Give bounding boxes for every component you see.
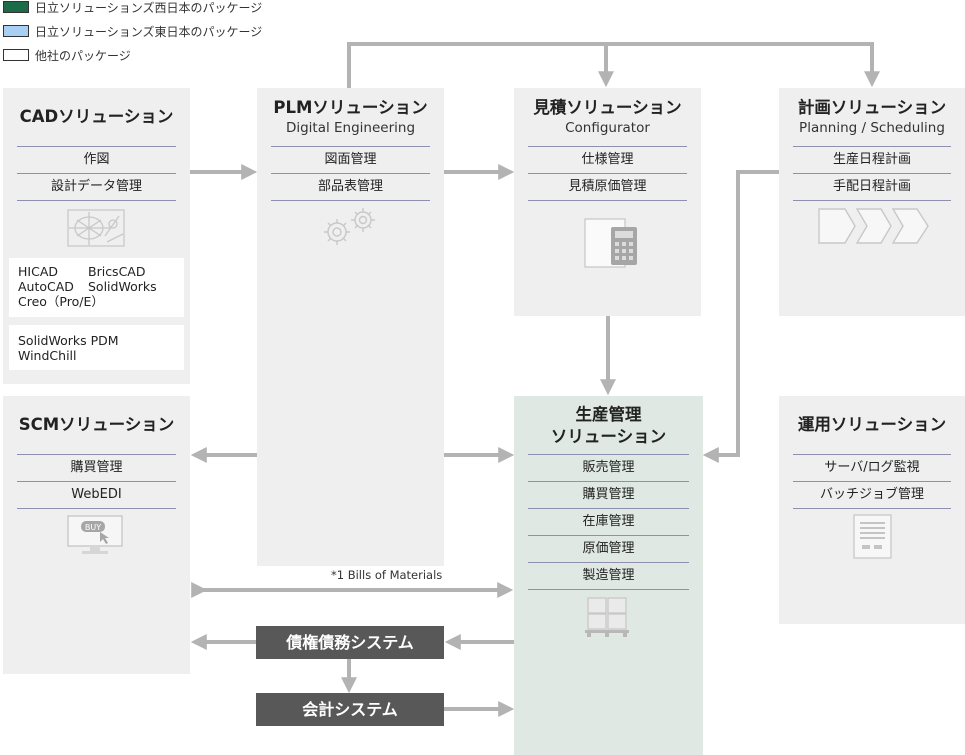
product-hicad: HICAD <box>18 264 58 279</box>
bom-footnote: *1 Bills of Materials <box>331 568 443 582</box>
plm-item-bom: 部品表管理 <box>271 174 430 201</box>
blueprint-icon <box>67 209 125 247</box>
estimate-item-spec: 仕様管理 <box>528 147 687 174</box>
cad-title: CADソリューション <box>19 107 174 126</box>
operations-item-monitoring: サーバ/ログ監視 <box>793 455 951 482</box>
production-item-cost: 原価管理 <box>528 536 689 563</box>
production-solution-panel: 生産管理 ソリューション 販売管理 購買管理 在庫管理 原価管理 製造管理 <box>514 396 703 755</box>
estimate-function-list: 仕様管理 見積原価管理 <box>528 146 687 201</box>
cad-solution-panel: CADソリューション 作図 設計データ管理 HICAD BricsCAD Aut… <box>3 88 190 384</box>
production-item-manufacturing: 製造管理 <box>528 563 689 590</box>
accounting-system-box: 会計システム <box>256 693 444 726</box>
buy-label: BUY <box>85 523 101 532</box>
calculator-icon <box>584 218 637 268</box>
gears-icon <box>324 208 375 245</box>
operations-item-batch: バッチジョブ管理 <box>793 482 951 509</box>
scm-solution-panel: SCMソリューション 購買管理 WebEDI BUY <box>3 396 190 674</box>
production-item-sales: 販売管理 <box>528 455 689 482</box>
production-title-line1: 生産管理 <box>575 405 642 424</box>
cad-product-row: AutoCAD SolidWorks <box>18 279 175 294</box>
product-bricscad: BricsCAD <box>88 264 146 279</box>
plan-item-procurement-schedule: 手配日程計画 <box>793 174 951 201</box>
arrow-plm-to-plan <box>347 42 880 88</box>
scm-item-webedi: WebEDI <box>17 482 176 509</box>
plan-subtitle: Planning / Scheduling <box>799 120 945 136</box>
production-item-inventory: 在庫管理 <box>528 509 689 536</box>
debt-system-box: 債権債務システム <box>256 626 444 659</box>
process-flow-icon <box>818 208 929 244</box>
arrow-plan-to-production <box>702 170 780 463</box>
legend-swatch-blue <box>3 25 29 37</box>
plm-subtitle: Digital Engineering <box>285 120 416 136</box>
product-autocad: AutoCAD <box>18 279 74 294</box>
operations-function-list: サーバ/ログ監視 バッチジョブ管理 <box>793 454 951 509</box>
cad-products-box: HICAD BricsCAD AutoCAD SolidWorks Creo（P… <box>9 258 184 317</box>
scm-title: SCMソリューション <box>18 415 175 434</box>
cad-product-row: HICAD BricsCAD <box>18 264 175 279</box>
monitor-buy-icon: BUY <box>67 515 123 554</box>
legend-item-west: 日立ソリューションズ西日本のパッケージ <box>3 0 263 15</box>
operations-title: 運用ソリューション <box>797 415 947 434</box>
legend-item-other: 他社のパッケージ <box>3 48 131 63</box>
production-title-line2: ソリューション <box>550 427 667 446</box>
product-creo: Creo（Pro/E） <box>18 294 104 309</box>
plan-item-production-schedule: 生産日程計画 <box>793 147 951 174</box>
cad-item-drafting: 作図 <box>17 147 176 174</box>
operations-solution-panel: 運用ソリューション サーバ/ログ監視 バッチジョブ管理 <box>779 396 965 624</box>
scm-item-purchasing: 購買管理 <box>17 455 176 482</box>
plm-function-list: 図面管理 部品表管理 <box>271 146 430 201</box>
product-windchill: WindChill <box>18 348 77 363</box>
plan-title: 計画ソリューション <box>797 98 947 117</box>
pdm-products-box: SolidWorks PDM WindChill <box>9 325 184 370</box>
legend-swatch-green <box>3 1 29 13</box>
estimate-title: 見積ソリューション <box>533 98 682 117</box>
estimate-subtitle: Configurator <box>565 120 650 136</box>
product-solidworks-pdm: SolidWorks PDM <box>18 333 119 348</box>
plan-solution-panel: 計画ソリューション Planning / Scheduling 生産日程計画 手… <box>779 88 965 316</box>
plm-solution-panel: PLMソリューション Digital Engineering 図面管理 部品表管… <box>257 88 444 566</box>
document-log-icon <box>853 514 892 559</box>
estimate-solution-panel: 見積ソリューション Configurator 仕様管理 見積原価管理 <box>514 88 701 316</box>
product-solidworks: SolidWorks <box>88 279 157 294</box>
plan-function-list: 生産日程計画 手配日程計画 <box>793 146 951 201</box>
cad-item-design-data: 設計データ管理 <box>17 174 176 201</box>
legend-label: 日立ソリューションズ西日本のパッケージ <box>35 0 263 15</box>
plm-item-drawing: 図面管理 <box>271 147 430 174</box>
pallet-boxes-icon <box>585 597 629 637</box>
estimate-item-cost: 見積原価管理 <box>528 174 687 201</box>
scm-function-list: 購買管理 WebEDI <box>17 454 176 509</box>
legend-swatch-white <box>3 49 29 61</box>
cad-function-list: 作図 設計データ管理 <box>17 146 176 201</box>
legend-item-east: 日立ソリューションズ東日本のパッケージ <box>3 24 263 39</box>
legend-label: 日立ソリューションズ東日本のパッケージ <box>35 24 263 39</box>
production-function-list: 販売管理 購買管理 在庫管理 原価管理 製造管理 <box>528 454 689 590</box>
legend-label: 他社のパッケージ <box>35 48 131 63</box>
plm-title: PLMソリューション <box>273 98 428 117</box>
production-item-purchasing: 購買管理 <box>528 482 689 509</box>
